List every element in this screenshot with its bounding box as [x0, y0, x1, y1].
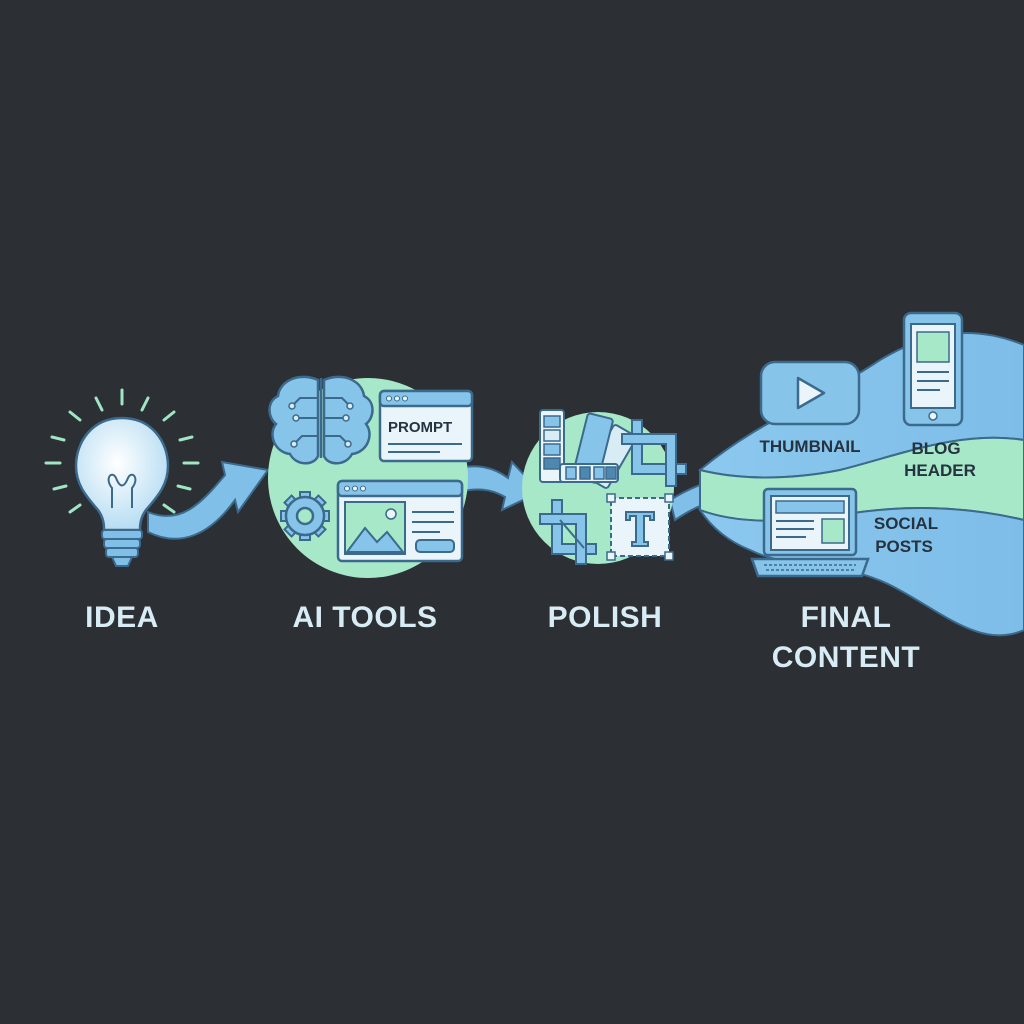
phone-icon [902, 311, 964, 427]
text-tool-icon [606, 493, 674, 561]
output-label-blog-1: BLOG [911, 439, 960, 458]
crop-icon [621, 419, 687, 487]
final-content-stage: THUMBNAIL BLOG HEADER SOCIAL POST [750, 311, 976, 674]
flow-arrow-1 [147, 460, 270, 540]
output-label-social-2: POSTS [875, 537, 933, 556]
play-video-icon [759, 360, 861, 426]
stage-label-ai-tools: AI TOOLS [292, 601, 437, 634]
output-label-social-1: SOCIAL [874, 514, 938, 533]
stage-label-final-1: FINAL [801, 601, 892, 634]
gear-icon [280, 491, 330, 541]
prompt-label: PROMPT [388, 419, 452, 436]
stage-label-final-2: CONTENT [772, 641, 921, 674]
laptop-icon [750, 487, 870, 578]
ai-tools-stage: PROMPT [268, 375, 474, 634]
flow-arrow-2 [453, 459, 542, 512]
crop-icon-2 [539, 499, 597, 565]
idea-stage: IDEA [44, 388, 200, 634]
lightbulb-icon [44, 388, 200, 567]
polish-stage: POLISH [522, 409, 687, 634]
stage-label-idea: IDEA [85, 601, 159, 634]
brain-icon [268, 375, 374, 465]
final-content-wave [697, 332, 1024, 637]
output-label-blog-2: HEADER [904, 461, 976, 480]
browser-prompt-icon: PROMPT [378, 389, 474, 463]
output-label-thumbnail: THUMBNAIL [759, 437, 860, 456]
image-editor-icon [336, 479, 464, 563]
stage-label-polish: POLISH [548, 601, 663, 634]
